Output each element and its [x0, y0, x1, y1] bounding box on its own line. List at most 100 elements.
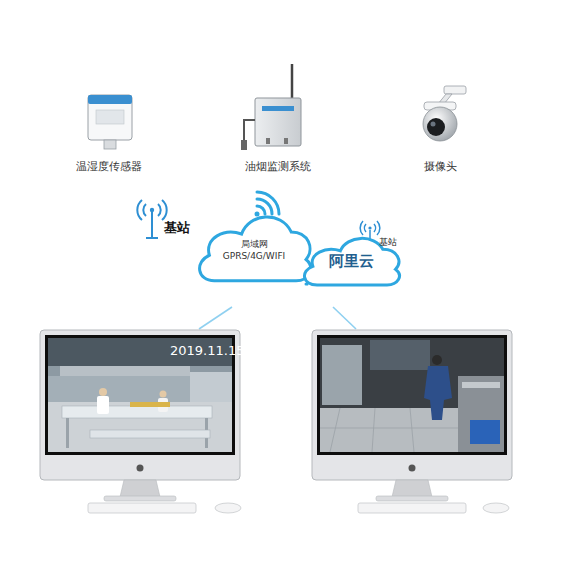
kitchen-scene-part: [320, 338, 504, 452]
monitor-icon-part: [358, 503, 466, 513]
antenna-icon: [360, 221, 380, 247]
oil-fume-monitor-icon-part: [284, 138, 288, 144]
monitor-icon-part: [215, 503, 241, 513]
screen-date: 2019.11.15: [170, 343, 244, 359]
humidity-sensor-icon-part: [96, 110, 124, 124]
kitchen-scene-part: [424, 366, 452, 420]
monitor-icon-part: [40, 330, 240, 480]
monitor-icon-part: [45, 335, 235, 455]
kitchen-scene-part: [470, 420, 500, 444]
antenna-icon-part: [151, 212, 153, 238]
kitchen-scene-part: [48, 402, 232, 452]
device-caption: 油烟监测系统: [245, 160, 311, 173]
wifi-icon-part: [255, 212, 260, 217]
antenna-icon-part: [360, 221, 363, 235]
kitchen-scene-part: [66, 418, 69, 448]
cloud-shape: [298, 226, 404, 288]
cloud-shape: [192, 200, 316, 285]
antenna-icon-part: [364, 224, 366, 232]
kitchen-scene-part: [372, 408, 375, 452]
cloud-outline: [200, 217, 311, 281]
base-station-label: 基站: [164, 220, 190, 236]
kitchen-scene: [48, 338, 232, 452]
humidity-sensor-icon: [88, 95, 132, 149]
monitor-icon-part: [409, 465, 416, 472]
kitchen-scene-part: [322, 345, 362, 405]
antenna-icon-part: [146, 237, 158, 239]
wifi-icon: [255, 192, 280, 217]
oil-fume-monitor-icon-part: [262, 106, 294, 111]
monitor-icon-part: [137, 465, 144, 472]
antenna-icon-part: [162, 200, 167, 220]
oil-fume-monitor-icon: [241, 64, 301, 150]
antenna-icon: [137, 200, 166, 238]
kitchen-scene-part: [370, 340, 430, 370]
base-station-label: 基站: [379, 237, 397, 248]
oil-fume-monitor-icon-part: [241, 140, 247, 150]
wifi-icon-part: [257, 206, 265, 214]
monitor-icon-part: [88, 503, 196, 513]
kitchen-scene-part: [330, 408, 340, 452]
cloud-node: 阿里云: [298, 226, 404, 288]
kitchen-scene-part: [60, 366, 190, 376]
kitchen-scene-part: [99, 388, 107, 396]
wifi-icon-part: [257, 192, 279, 214]
oil-fume-monitor-icon-part: [291, 64, 294, 100]
antenna-icon-part: [374, 224, 376, 232]
cloud-node: 局域网 GPRS/4G/WIFI: [192, 200, 316, 285]
antenna-icon-part: [366, 246, 374, 248]
kitchen-scene-part: [90, 430, 210, 438]
monitor-icon-part: [376, 496, 448, 501]
monitor-icon-part: [312, 330, 512, 480]
kitchen-scene-part: [462, 382, 500, 388]
camera-icon-part: [431, 122, 436, 127]
kitchen-scene-part: [97, 396, 109, 414]
camera-icon-part: [427, 118, 445, 136]
antenna-icon-part: [137, 200, 142, 220]
kitchen-scene-part: [62, 406, 212, 418]
kitchen-scene-part: [432, 355, 442, 365]
network-line: [199, 307, 356, 329]
kitchen-scene-part: [458, 376, 504, 452]
humidity-sensor-icon-part: [104, 140, 116, 149]
wifi-icon-part: [257, 199, 272, 214]
network-line-part: [199, 307, 232, 329]
kitchen-scene-part: [130, 402, 170, 407]
oil-fume-monitor-icon-part: [255, 98, 301, 146]
kitchen-scene-part: [48, 338, 232, 366]
humidity-sensor-icon-part: [88, 95, 132, 140]
cloud-outline: [304, 238, 399, 285]
monitor-icon: [40, 330, 241, 513]
cloud-text: 阿里云: [298, 251, 404, 271]
oil-fume-monitor-icon-part: [266, 138, 270, 144]
antenna-icon-part: [368, 226, 371, 229]
antenna-icon-part: [150, 208, 154, 212]
monitor-icon-part: [483, 503, 509, 513]
antenna-icon-part: [158, 204, 161, 216]
antenna-icon-part: [369, 230, 371, 247]
kitchen-scene: [320, 338, 504, 452]
humidity-sensor-icon-part: [88, 95, 132, 104]
monitor-icon: [312, 330, 512, 513]
monitor-icon-part: [104, 496, 176, 501]
device-caption: 摄像头: [424, 160, 457, 173]
kitchen-scene-part: [410, 408, 414, 452]
camera-icon: [423, 86, 466, 141]
antenna-icon-part: [143, 204, 146, 216]
cloud-text: 局域网 GPRS/4G/WIFI: [204, 238, 304, 262]
cloud-link: [306, 281, 308, 284]
camera-icon-part: [423, 107, 457, 141]
monitor-icon-part: [317, 335, 507, 455]
monitor-icon-part: [392, 480, 432, 497]
kitchen-scene-part: [48, 338, 232, 452]
device-caption: 温湿度传感器: [76, 160, 142, 173]
kitchen-scene-part: [320, 428, 460, 429]
kitchen-scene-part: [160, 391, 167, 398]
network-line-part: [333, 307, 356, 329]
antenna-icon-part: [377, 221, 380, 235]
camera-icon-part: [444, 86, 466, 94]
